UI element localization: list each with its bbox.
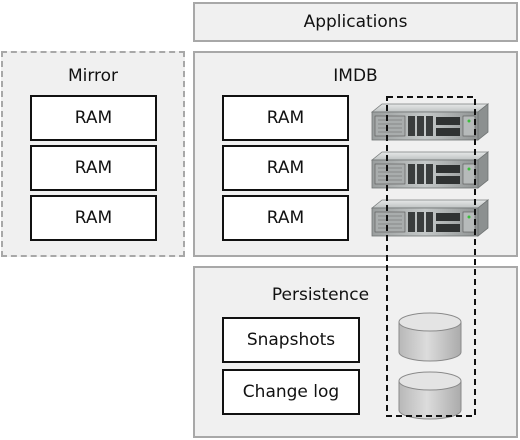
change-log-box: Change log: [222, 369, 360, 415]
applications-panel: Applications: [193, 2, 518, 42]
applications-label: Applications: [303, 12, 408, 32]
mirror-title: Mirror: [67, 66, 119, 86]
persistence-title: Persistence: [271, 285, 370, 305]
snapshots-box: Snapshots: [222, 317, 360, 363]
imdb-ram-box-3: RAM: [222, 195, 349, 241]
mirror-ram-box-2: RAM: [30, 145, 157, 191]
imdb-ram-box-2: RAM: [222, 145, 349, 191]
imdb-ram-box-1: RAM: [222, 95, 349, 141]
imdb-title: IMDB: [333, 66, 378, 86]
mirror-ram-box-3: RAM: [30, 195, 157, 241]
mirror-ram-box-1: RAM: [30, 95, 157, 141]
